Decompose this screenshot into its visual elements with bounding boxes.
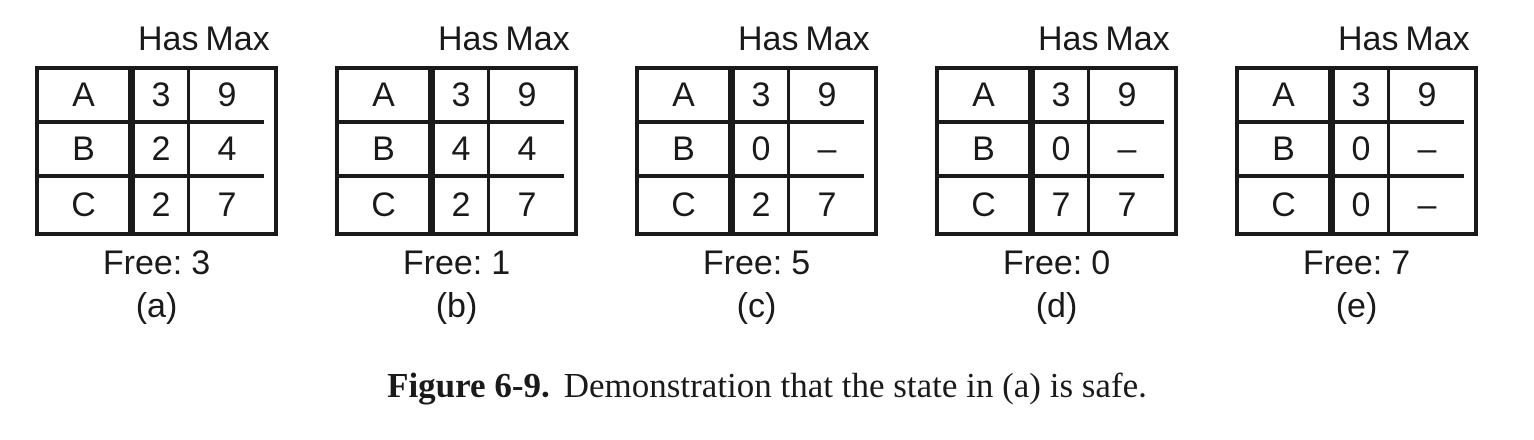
max-value-cell: 4 — [190, 124, 264, 178]
max-value-cell: 9 — [190, 70, 264, 124]
has-column-header: Has — [1038, 20, 1099, 58]
has-value-cell: 3 — [735, 70, 790, 124]
max-value-cell: – — [1090, 124, 1164, 178]
max-value-cell: – — [790, 124, 864, 178]
panel-label: (d) — [1035, 287, 1078, 325]
process-label-cell: C — [639, 178, 735, 232]
has-value-cell: 2 — [135, 178, 190, 232]
header-spacer — [35, 22, 138, 56]
free-count-label: Free: — [102, 244, 183, 282]
process-label-cell: C — [939, 178, 1035, 232]
process-label-cell: C — [39, 178, 135, 232]
column-headers: Has Max — [1235, 22, 1478, 56]
process-label-cell: B — [39, 124, 135, 178]
free-count-label: Free: — [402, 244, 483, 282]
panel-label: (a) — [135, 287, 178, 325]
free-count: Free: 1 — [335, 246, 578, 280]
has-value-cell: 0 — [1335, 178, 1390, 232]
state-panel-b: Has Max A 3 9 B 4 4 C 2 7 Free: 1 (b) — [335, 22, 578, 323]
free-count-value: 3 — [191, 244, 211, 282]
column-headers: Has Max — [635, 22, 878, 56]
has-value-cell: 0 — [1035, 124, 1090, 178]
free-count-value: 1 — [491, 244, 511, 282]
has-value-cell: 3 — [1335, 70, 1390, 124]
resource-table: A 3 9 B 0 – C 7 7 — [935, 66, 1178, 236]
panel-label: (b) — [435, 287, 478, 325]
column-headers: Has Max — [35, 22, 278, 56]
resource-table: A 3 9 B 0 – C 2 7 — [635, 66, 878, 236]
header-spacer — [1235, 22, 1338, 56]
header-spacer — [635, 22, 738, 56]
process-label-cell: B — [639, 124, 735, 178]
has-value-cell: 3 — [135, 70, 190, 124]
free-count-label: Free: — [1002, 244, 1083, 282]
max-column-header: Max — [205, 20, 270, 58]
process-label-cell: A — [39, 70, 135, 124]
state-panel-c: Has Max A 3 9 B 0 – C 2 7 Free: 5 (c) — [635, 22, 878, 323]
has-value-cell: 2 — [735, 178, 790, 232]
has-value-cell: 7 — [1035, 178, 1090, 232]
process-label-cell: B — [1239, 124, 1335, 178]
figure-caption: Figure 6-9. Demonstration that the state … — [0, 366, 1534, 406]
state-panel-a: Has Max A 3 9 B 2 4 C 2 7 Free: 3 (a) — [35, 22, 278, 323]
free-count: Free: 3 — [35, 246, 278, 280]
free-count-value: 7 — [1391, 244, 1411, 282]
free-count-value: 0 — [1091, 244, 1111, 282]
max-value-cell: 4 — [490, 124, 564, 178]
process-label-cell: B — [939, 124, 1035, 178]
max-column-header: Max — [505, 20, 570, 58]
has-column-header: Has — [1338, 20, 1399, 58]
has-column-header: Has — [138, 20, 199, 58]
free-count: Free: 5 — [635, 246, 878, 280]
max-value-cell: 7 — [1117, 186, 1137, 224]
max-value-cell: – — [1417, 186, 1437, 224]
figure-caption-label: Figure 6-9. — [387, 366, 550, 405]
column-headers: Has Max — [335, 22, 578, 56]
process-label-cell: C — [339, 178, 435, 232]
max-column-header: Max — [1405, 20, 1470, 58]
has-value-cell: 3 — [435, 70, 490, 124]
header-spacer — [935, 22, 1038, 56]
resource-table: A 3 9 B 4 4 C 2 7 — [335, 66, 578, 236]
has-column-header: Has — [738, 20, 799, 58]
column-headers: Has Max — [935, 22, 1178, 56]
max-value-cell: 9 — [1390, 70, 1464, 124]
state-panel-d: Has Max A 3 9 B 0 – C 7 7 Free: 0 (d) — [935, 22, 1178, 323]
process-label-cell: A — [639, 70, 735, 124]
process-label-cell: A — [939, 70, 1035, 124]
max-value-cell: 9 — [1090, 70, 1164, 124]
figure-caption-text: Demonstration that the state in (a) is s… — [563, 366, 1147, 405]
has-column-header: Has — [438, 20, 499, 58]
free-count-label: Free: — [1302, 244, 1383, 282]
max-value-cell: 9 — [790, 70, 864, 124]
max-column-header: Max — [805, 20, 870, 58]
process-label-cell: A — [1239, 70, 1335, 124]
free-count-label: Free: — [702, 244, 783, 282]
max-value-cell: 7 — [817, 186, 837, 224]
has-value-cell: 4 — [435, 124, 490, 178]
free-count: Free: 0 — [935, 246, 1178, 280]
has-value-cell: 2 — [435, 178, 490, 232]
state-panel-e: Has Max A 3 9 B 0 – C 0 – Free: 7 (e) — [1235, 22, 1478, 323]
max-value-cell: 7 — [517, 186, 537, 224]
process-label-cell: C — [1239, 178, 1335, 232]
max-value-cell: 7 — [217, 186, 237, 224]
max-column-header: Max — [1105, 20, 1170, 58]
has-value-cell: 3 — [1035, 70, 1090, 124]
free-count-value: 5 — [791, 244, 811, 282]
state-panels-row: Has Max A 3 9 B 2 4 C 2 7 Free: 3 (a) Ha… — [35, 22, 1478, 323]
panel-label: (c) — [736, 287, 777, 325]
process-label-cell: A — [339, 70, 435, 124]
resource-table: A 3 9 B 2 4 C 2 7 — [35, 66, 278, 236]
has-value-cell: 0 — [735, 124, 790, 178]
free-count: Free: 7 — [1235, 246, 1478, 280]
process-label-cell: B — [339, 124, 435, 178]
max-value-cell: 9 — [490, 70, 564, 124]
has-value-cell: 0 — [1335, 124, 1390, 178]
panel-label: (e) — [1335, 287, 1378, 325]
has-value-cell: 2 — [135, 124, 190, 178]
max-value-cell: – — [1390, 124, 1464, 178]
resource-table: A 3 9 B 0 – C 0 – — [1235, 66, 1478, 236]
header-spacer — [335, 22, 438, 56]
